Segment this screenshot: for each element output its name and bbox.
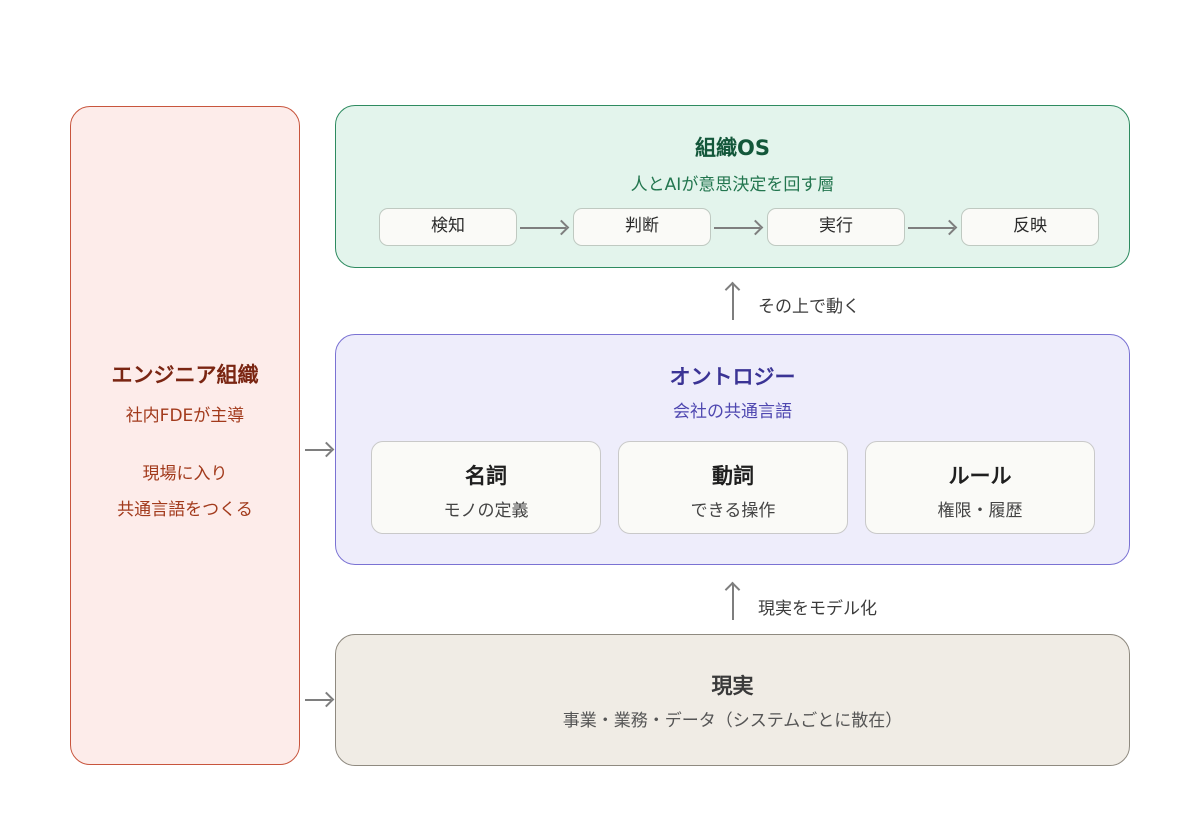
ontology-card-title: ルール [948, 464, 1012, 488]
ontology-card-nouns: 名詞 モノの定義 [371, 441, 601, 534]
engineering-org-line-3: 共通言語をつくる [117, 500, 253, 520]
ontology-card-subtitle: モノの定義 [443, 501, 529, 521]
up-arrow-upper [732, 284, 734, 320]
up-arrow-lower [732, 584, 734, 620]
step-arrow-2 [714, 227, 760, 229]
up-arrow-upper-label: その上で動く [758, 297, 860, 317]
reality-title: 現実 [711, 674, 754, 698]
right-arrow-to-ontology [305, 449, 331, 451]
engineering-org-line-2: 現場に入り [142, 464, 228, 484]
reality-subtitle: 事業・業務・データ（システムごとに散在） [562, 711, 903, 731]
engineering-org-line-1: 社内FDEが主導 [125, 406, 245, 426]
engineering-org-title: エンジニア組織 [111, 363, 259, 387]
step-judge: 判断 [573, 208, 711, 246]
step-arrow-1 [520, 227, 566, 229]
ontology-subtitle: 会社の共通言語 [673, 402, 792, 422]
org-os-title: 組織OS [695, 136, 770, 160]
ontology-card-rules: ルール 権限・履歴 [865, 441, 1095, 534]
engineering-org-panel: エンジニア組織 社内FDEが主導 現場に入り 共通言語をつくる [70, 106, 300, 765]
up-arrow-lower-label: 現実をモデル化 [758, 599, 877, 619]
step-arrow-3 [908, 227, 954, 229]
step-execute: 実行 [767, 208, 905, 246]
ontology-card-title: 動詞 [712, 464, 754, 488]
right-arrow-to-reality [305, 699, 331, 701]
step-reflect: 反映 [961, 208, 1099, 246]
reality-panel: 現実 事業・業務・データ（システムごとに散在） [335, 634, 1130, 766]
ontology-card-subtitle: 権限・履歴 [937, 501, 1023, 521]
ontology-card-title: 名詞 [465, 464, 507, 488]
org-os-panel: 組織OS 人とAIが意思決定を回す層 検知 判断 実行 反映 [335, 105, 1130, 268]
step-detect: 検知 [379, 208, 517, 246]
ontology-title: オントロジー [669, 365, 796, 389]
org-os-subtitle: 人とAIが意思決定を回す層 [630, 175, 835, 195]
ontology-panel: オントロジー 会社の共通言語 名詞 モノの定義 動詞 できる操作 ルール 権限・… [335, 334, 1130, 565]
ontology-card-subtitle: できる操作 [690, 501, 776, 521]
ontology-card-verbs: 動詞 できる操作 [618, 441, 848, 534]
